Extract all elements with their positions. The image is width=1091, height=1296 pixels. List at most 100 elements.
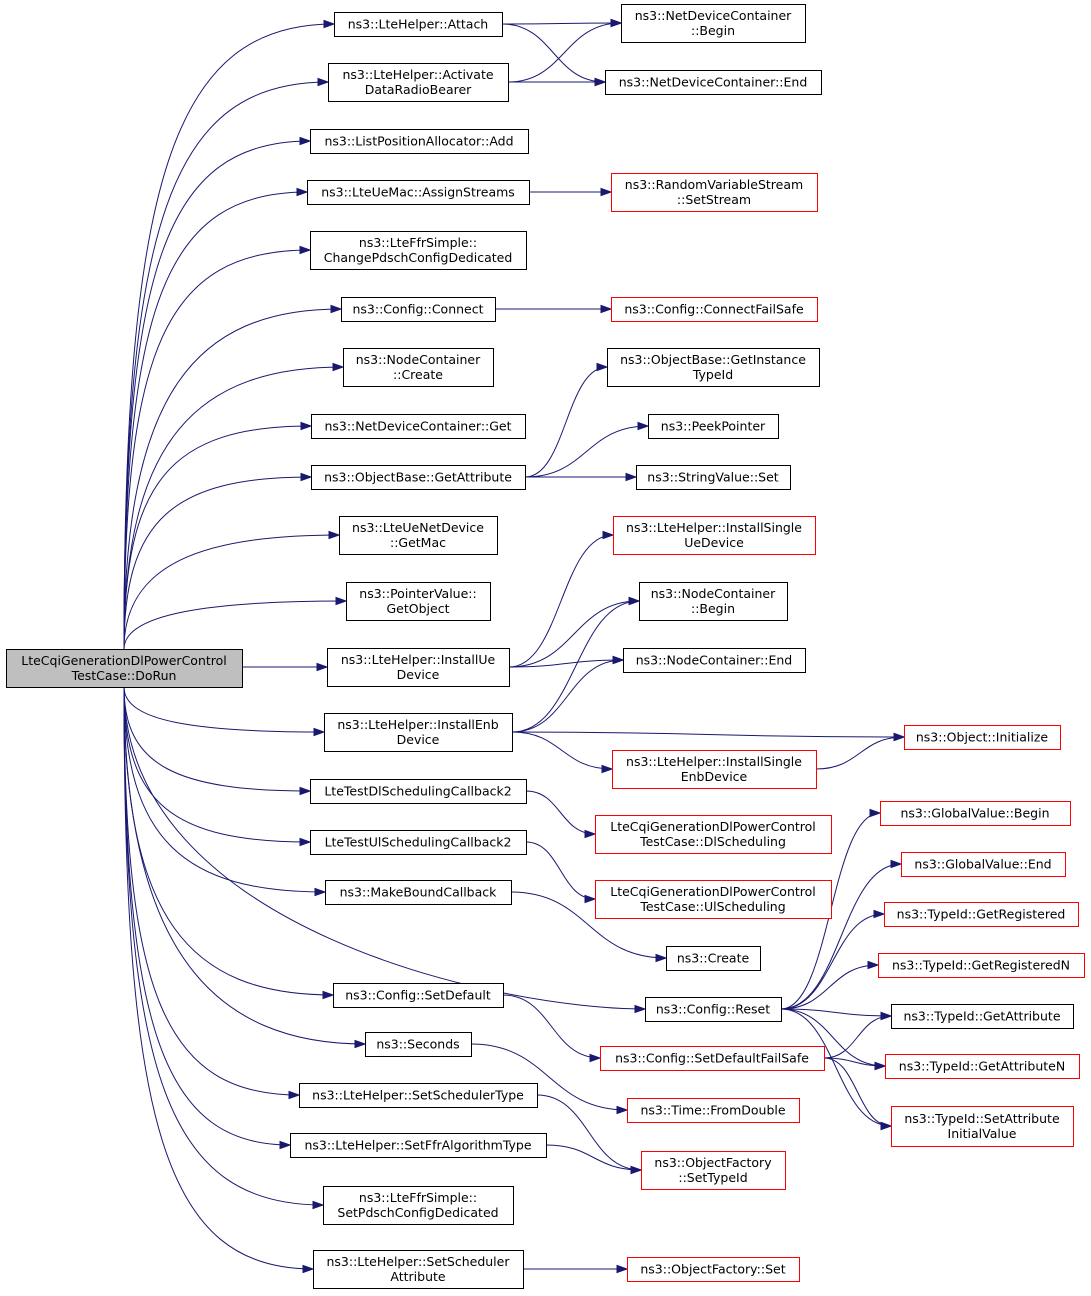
- node-label: SetPdschConfigDedicated: [337, 1205, 498, 1220]
- node-cfgConnectFS[interactable]: ns3::Config::ConnectFailSafe: [611, 297, 818, 322]
- edge-root-to-cfgConnect: [123, 308, 342, 650]
- node-label: ns3::LteHelper::InstallSingle: [626, 520, 802, 535]
- edge-arrowhead: [869, 808, 882, 818]
- edge-installEnb-to-installSingleEnb: [511, 731, 613, 770]
- node-ncEnd[interactable]: ns3::NodeContainer::End: [623, 648, 806, 673]
- node-ulCb2[interactable]: LteTestUlSchedulingCallback2: [310, 830, 527, 855]
- node-box: [636, 465, 791, 490]
- node-box: [327, 648, 510, 687]
- node-svSet[interactable]: ns3::StringValue::Set: [636, 465, 791, 490]
- node-assignStreams[interactable]: ns3::LteUeMac::AssignStreams: [307, 180, 530, 205]
- edge-installUe-to-ncEnd: [508, 659, 624, 668]
- node-label: ns3::Config::Reset: [656, 1002, 770, 1017]
- node-label: ns3::LteHelper::InstallUe: [341, 652, 496, 667]
- edge-dlCb2-to-dlSched: [525, 790, 596, 835]
- node-box: [621, 4, 806, 43]
- node-dlCb2[interactable]: LteTestDlSchedulingCallback2: [310, 779, 527, 804]
- node-pvGetObject[interactable]: ns3::PointerValue::GetObject: [346, 582, 491, 621]
- node-box: [307, 180, 530, 205]
- edge-installEnb-to-ncEnd: [511, 659, 624, 733]
- node-gvEnd[interactable]: ns3::GlobalValue::End: [901, 852, 1066, 877]
- node-ofSet[interactable]: ns3::ObjectFactory::Set: [627, 1257, 800, 1282]
- node-tidGetReg[interactable]: ns3::TypeId::GetRegistered: [884, 902, 1079, 927]
- node-label: Device: [397, 667, 440, 682]
- edge-arrowhead: [601, 764, 614, 774]
- node-box: [891, 1004, 1074, 1029]
- edge-arrowhead: [630, 1165, 643, 1175]
- node-root[interactable]: LteCqiGenerationDlPowerControlTestCase::…: [6, 649, 243, 688]
- node-box: [880, 801, 1071, 826]
- edge-attach-to-ndcEnd: [501, 23, 606, 83]
- node-box: [310, 129, 529, 154]
- node-label: ns3::TypeId::SetAttribute: [904, 1111, 1060, 1126]
- node-ulSched[interactable]: LteCqiGenerationDlPowerControlTestCase::…: [595, 880, 832, 919]
- edge-attach-to-ndcBegin: [501, 22, 622, 25]
- node-ncCreate[interactable]: ns3::NodeContainer::Create: [343, 348, 494, 387]
- edge-root-to-makeBound: [123, 686, 326, 893]
- node-rvsSetStream[interactable]: ns3::RandomVariableStream::SetStream: [611, 173, 818, 212]
- edge-activate-to-ndcBegin: [507, 22, 622, 83]
- node-cfgSetDefaultFS[interactable]: ns3::Config::SetDefaultFailSafe: [600, 1046, 825, 1071]
- node-box: [333, 983, 504, 1008]
- edge-installEnb-to-ncBegin: [511, 600, 640, 733]
- node-label: ns3::ObjectFactory::Set: [640, 1262, 785, 1277]
- node-box: [639, 582, 788, 621]
- node-obGetAttr[interactable]: ns3::ObjectBase::GetAttribute: [311, 465, 526, 490]
- node-tidGetAttrN[interactable]: ns3::TypeId::GetAttributeN: [885, 1054, 1080, 1079]
- node-label: ns3::LteFfrSimple::: [359, 1190, 477, 1205]
- edge-arrowhead: [893, 732, 906, 742]
- node-ndcGet[interactable]: ns3::NetDeviceContainer::Get: [311, 414, 526, 439]
- node-label: ns3::LteUeNetDevice: [352, 520, 484, 535]
- node-lpaAdd[interactable]: ns3::ListPositionAllocator::Add: [310, 129, 529, 154]
- node-ncBegin[interactable]: ns3::NodeContainer::Begin: [639, 582, 788, 621]
- node-label: ns3::RandomVariableStream: [625, 177, 803, 192]
- edge-arrowhead: [328, 530, 341, 540]
- edge-arrowhead: [625, 472, 638, 482]
- node-cfgConnect[interactable]: ns3::Config::Connect: [341, 297, 496, 322]
- node-setPdsch[interactable]: ns3::LteFfrSimple::SetPdschConfigDedicat…: [323, 1186, 514, 1225]
- node-gvBegin[interactable]: ns3::GlobalValue::Begin: [880, 801, 1071, 826]
- node-getMac[interactable]: ns3::LteUeNetDevice::GetMac: [339, 516, 498, 555]
- node-attach[interactable]: ns3::LteHelper::Attach: [334, 12, 503, 37]
- node-ndcBegin[interactable]: ns3::NetDeviceContainer::Begin: [621, 4, 806, 43]
- node-objInit[interactable]: ns3::Object::Initialize: [904, 725, 1061, 750]
- node-ofSetTypeId[interactable]: ns3::ObjectFactory::SetTypeId: [641, 1151, 786, 1190]
- edge-installUe-to-ncBegin: [508, 600, 640, 668]
- node-create[interactable]: ns3::Create: [666, 946, 761, 971]
- node-setFfrType[interactable]: ns3::LteHelper::SetFfrAlgorithmType: [290, 1133, 547, 1158]
- node-makeBound[interactable]: ns3::MakeBoundCallback: [325, 880, 512, 905]
- edge-root-to-pvGetObject: [123, 600, 347, 650]
- node-label: ns3::StringValue::Set: [647, 470, 778, 485]
- node-ndcEnd[interactable]: ns3::NetDeviceContainer::End: [605, 70, 822, 95]
- node-cfgSetDefault[interactable]: ns3::Config::SetDefault: [333, 983, 504, 1008]
- node-label: ns3::LteHelper::SetSchedulerType: [312, 1088, 524, 1103]
- node-box: [325, 880, 512, 905]
- node-timeFromDouble[interactable]: ns3::Time::FromDouble: [627, 1098, 800, 1123]
- node-seconds[interactable]: ns3::Seconds: [365, 1032, 472, 1057]
- node-label: ns3::PeekPointer: [661, 419, 766, 434]
- node-dlSched[interactable]: LteCqiGenerationDlPowerControlTestCase::…: [595, 815, 832, 854]
- edge-arrowhead: [874, 1061, 887, 1071]
- node-box: [904, 725, 1061, 750]
- node-changePdsch[interactable]: ns3::LteFfrSimple::ChangePdschConfigDedi…: [310, 231, 527, 270]
- node-box: [648, 414, 779, 439]
- node-label: ns3::ObjectBase::GetAttribute: [324, 470, 512, 485]
- node-setSchedType[interactable]: ns3::LteHelper::SetSchedulerType: [299, 1083, 538, 1108]
- node-label: ns3::GlobalValue::End: [914, 857, 1051, 872]
- node-label: InitialValue: [948, 1126, 1017, 1141]
- node-cfgReset[interactable]: ns3::Config::Reset: [645, 997, 782, 1022]
- node-tidGetAttr[interactable]: ns3::TypeId::GetAttribute: [891, 1004, 1074, 1029]
- node-box: [600, 1046, 825, 1071]
- node-tidGetRegN[interactable]: ns3::TypeId::GetRegisteredN: [878, 953, 1085, 978]
- node-peekPointer[interactable]: ns3::PeekPointer: [648, 414, 779, 439]
- nodes-layer: LteCqiGenerationDlPowerControlTestCase::…: [6, 4, 1085, 1289]
